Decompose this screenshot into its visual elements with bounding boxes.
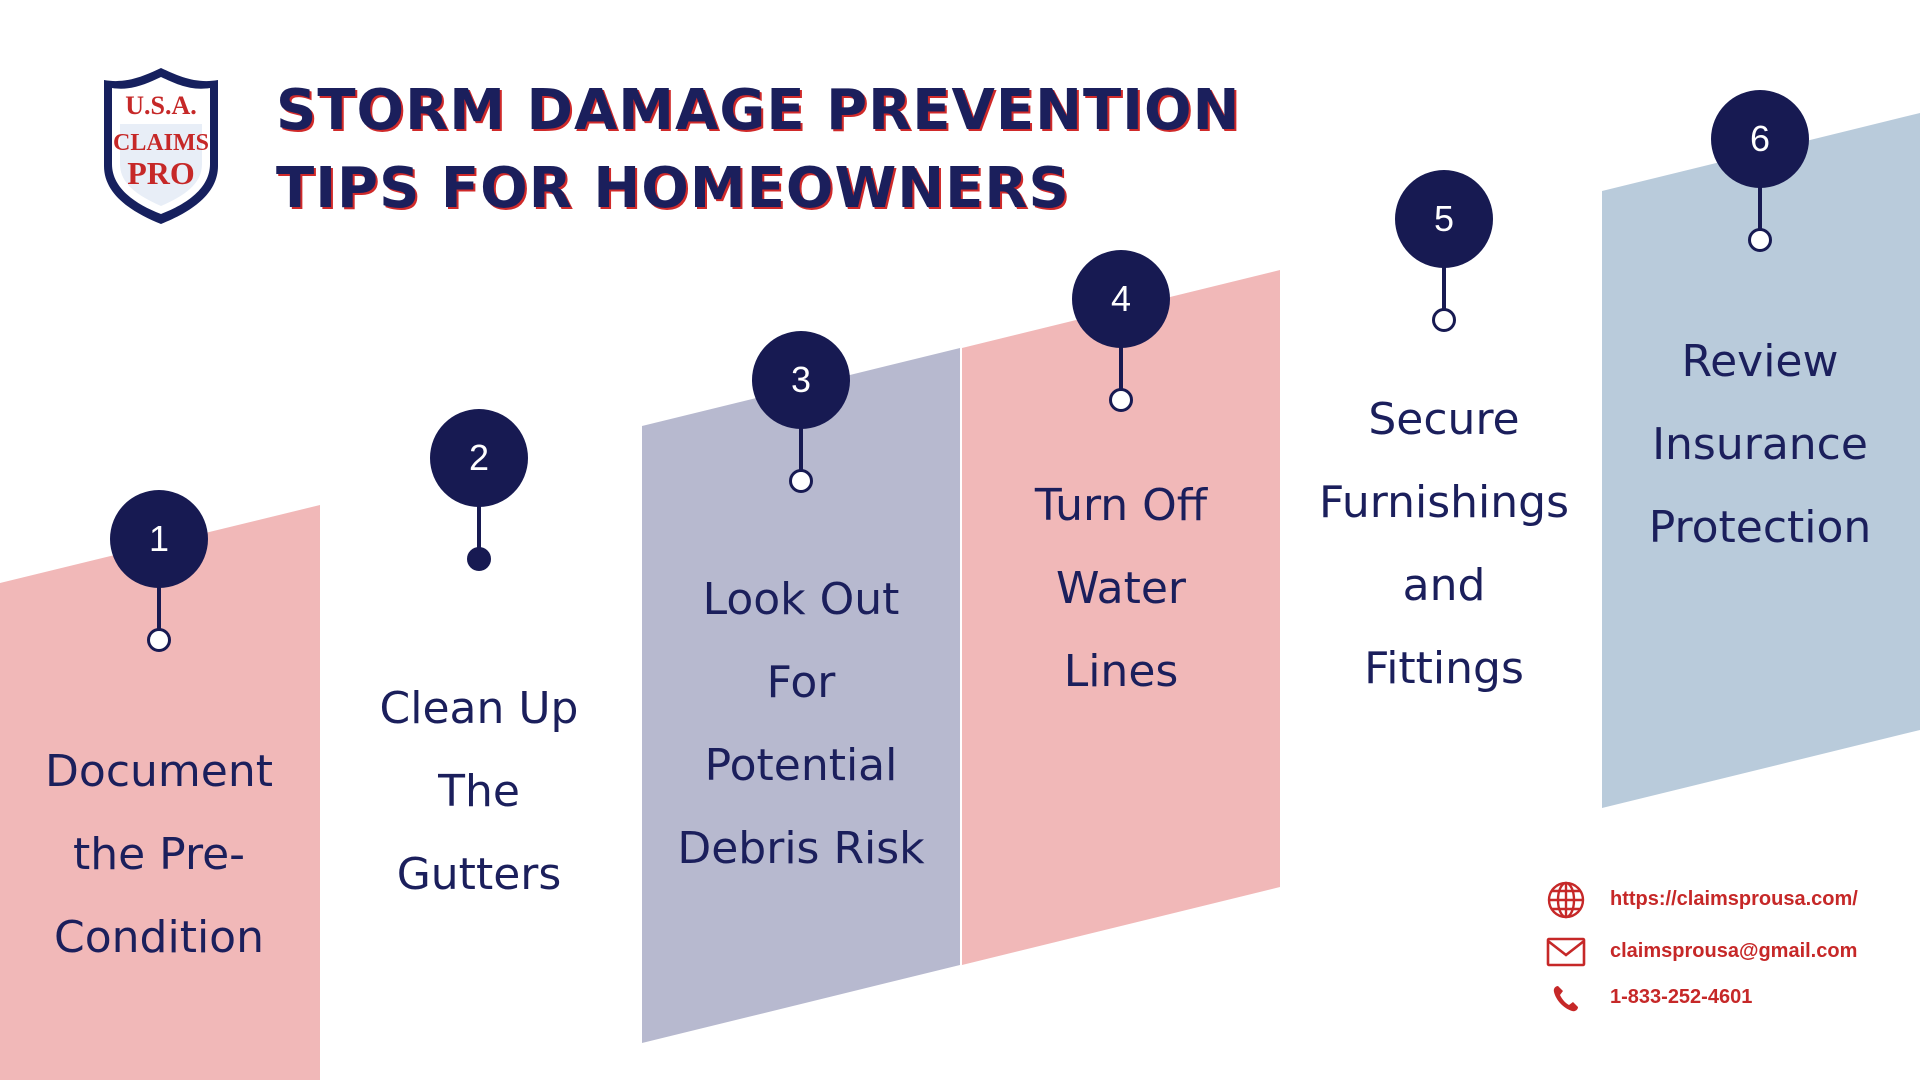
step-label-line: Furnishings [1319,477,1569,528]
shield-logo: U.S.A. CLAIMS PRO [104,68,218,224]
step-label: Turn Off Water Lines [971,464,1271,713]
step-label-line: Secure [1368,394,1520,445]
mail-icon [1546,937,1586,967]
panel-step-4 [962,270,1280,965]
step-number-badge: 4 [1072,250,1170,348]
connector-dot [1432,308,1456,332]
connector-line [1442,266,1446,314]
step-number-badge: 5 [1395,170,1493,268]
step-label-line: Protection [1648,502,1872,553]
step-label-line: The [438,766,520,817]
step-label: Secure Furnishings and Fittings [1279,378,1609,710]
step-label-line: For [766,657,836,708]
step-label-line: Gutters [396,849,562,900]
website-link[interactable]: https://claimsprousa.com/ [1610,888,1858,910]
logo-text-claims: CLAIMS [113,130,209,156]
step-label-line: Potential [704,740,898,791]
panel-step-1 [0,505,320,1080]
globe-icon [1547,881,1585,919]
step-label-line: Review [1681,336,1839,387]
connector-line [157,586,161,634]
step-number-badge: 1 [110,490,208,588]
step-label: Clean Up The Gutters [329,667,629,916]
step-label: Look Out For Potential Debris Risk [641,558,961,890]
step-label-line: and [1402,560,1486,611]
contact-website[interactable]: https://claimsprousa.com/ [1546,880,1906,920]
connector-line [477,505,481,553]
step-number-badge: 2 [430,409,528,507]
step-label: Review Insurance Protection [1605,320,1915,569]
connector-dot [1748,228,1772,252]
step-label-line: Lines [1063,646,1179,697]
connector-dot [147,628,171,652]
panel-step-3 [642,348,960,1043]
connector-line [1119,346,1123,394]
panel-step-6 [1602,113,1920,808]
connector-dot [467,547,491,571]
step-label-line: Turn Off [1034,480,1208,531]
step-label: Document the Pre- Condition [9,730,309,979]
connector-dot [789,469,813,493]
step-label-line: Look Out [702,574,900,625]
page-title: STORM DAMAGE PREVENTION TIPS FOR HOMEOWN… [276,72,1240,228]
step-label-line: Water [1055,563,1187,614]
step-label-line: the Pre- [72,829,246,880]
step-number-badge: 3 [752,331,850,429]
step-label-line: Fittings [1364,643,1524,694]
phone-icon [1553,986,1578,1012]
contact-phone[interactable]: 1-833-252-4601 [1546,978,1906,1018]
step-label-line: Document [45,746,273,797]
email-link[interactable]: claimsprousa@gmail.com [1610,940,1858,962]
title-line-2: TIPS FOR HOMEOWNERS [276,156,1070,221]
logo-text-usa: U.S.A. [125,91,197,120]
contact-email[interactable]: claimsprousa@gmail.com [1546,932,1906,972]
step-number-badge: 6 [1711,90,1809,188]
connector-line [799,427,803,475]
step-label-line: Condition [54,912,264,963]
connector-line [1758,186,1762,234]
step-label-line: Debris Risk [677,823,925,874]
phone-link[interactable]: 1-833-252-4601 [1610,986,1753,1008]
step-label-line: Insurance [1652,419,1868,470]
title-line-1: STORM DAMAGE PREVENTION [276,78,1241,143]
logo-text-pro: PRO [127,155,195,191]
connector-dot [1109,388,1133,412]
step-label-line: Clean Up [379,683,579,734]
